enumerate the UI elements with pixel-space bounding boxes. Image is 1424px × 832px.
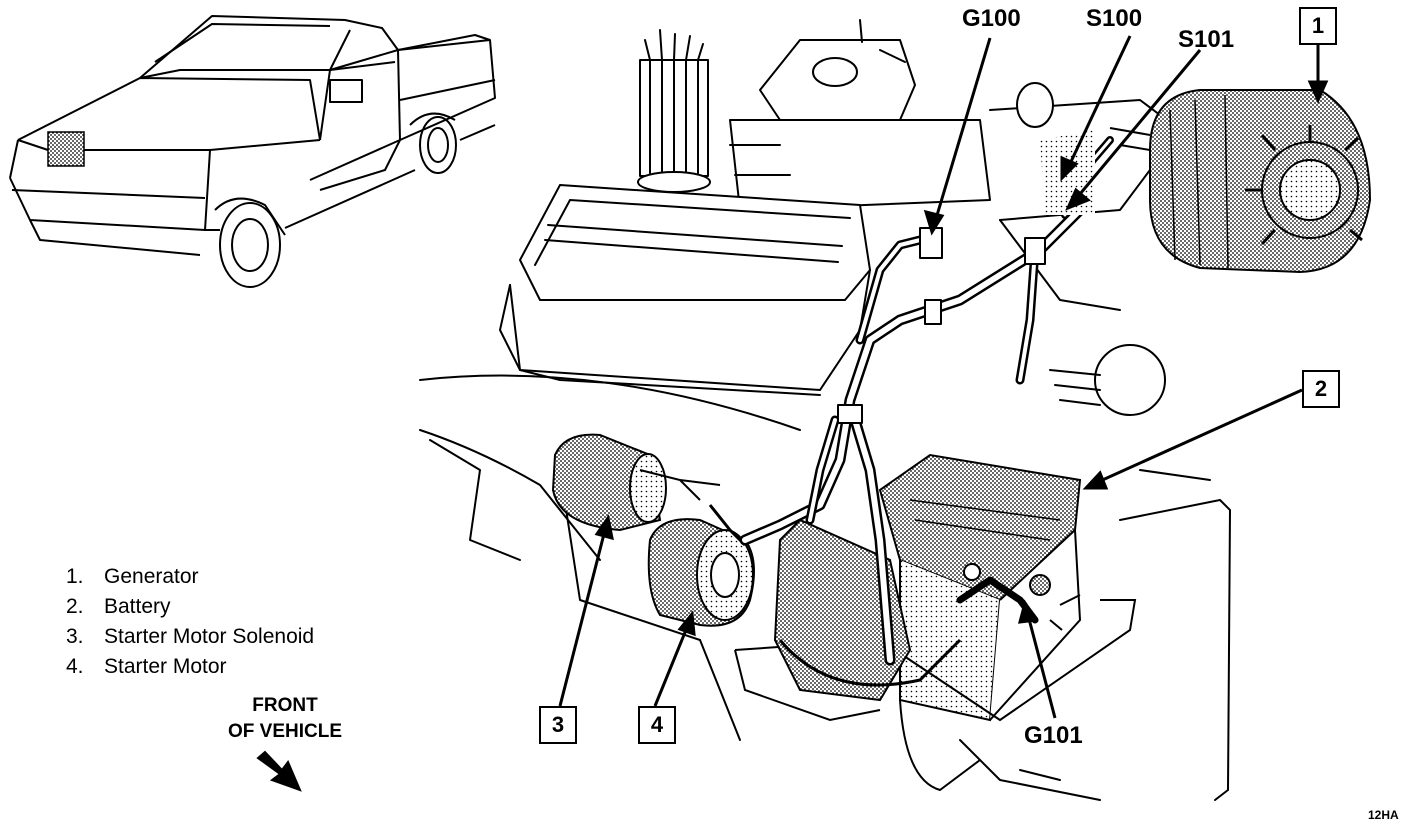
callout-box-2: 2	[1302, 370, 1340, 408]
truck-illustration	[9, 15, 496, 288]
callout-g101: G101	[1024, 722, 1083, 749]
component-legend: 1.Generator 2.Battery 3.Starter Motor So…	[66, 562, 314, 682]
generator-drawing	[1109, 89, 1372, 274]
figure-code: 12HA	[1368, 808, 1399, 822]
callout-box-3: 3	[539, 706, 577, 744]
engine-illustration	[419, 19, 1231, 801]
legend-item: 3.Starter Motor Solenoid	[66, 625, 315, 648]
wiring-harness	[739, 136, 1114, 666]
legend-item: 4.Starter Motor	[66, 655, 227, 678]
front-direction-arrow	[256, 750, 302, 792]
legend-item: 2.Battery	[66, 595, 171, 618]
front-of-vehicle-label: FRONT OF VEHICLE	[205, 693, 365, 745]
front-line-2: OF VEHICLE	[227, 721, 342, 742]
battery-location-marker	[47, 131, 85, 167]
callout-leaders	[558, 35, 1329, 719]
starter-drawing	[551, 433, 755, 627]
callout-g100: G100	[962, 5, 1021, 32]
legend-item: 1.Generator	[66, 565, 199, 588]
battery-drawing	[734, 453, 1137, 722]
bellhousing-drawing	[773, 518, 912, 702]
callout-s100: S100	[1086, 5, 1143, 32]
callout-s101: S101	[1178, 26, 1235, 53]
bellhousing-detail	[778, 638, 962, 687]
callout-box-1: 1	[1299, 7, 1337, 45]
callout-box-4: 4	[638, 706, 676, 744]
front-line-1: FRONT	[252, 695, 318, 716]
